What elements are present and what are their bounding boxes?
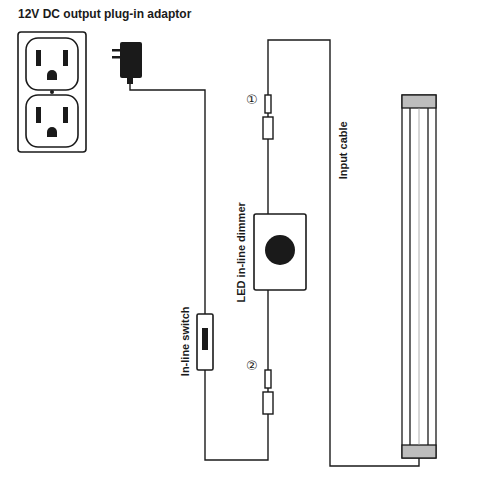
cable-wire (130, 40, 419, 466)
connector-two (263, 370, 273, 414)
wall-outlet (18, 32, 86, 152)
callout-number: ① (246, 93, 258, 108)
switch-label: In-line switch (179, 306, 192, 376)
plug-in-adaptor (112, 42, 142, 84)
callout-number: ② (246, 359, 258, 374)
led-light-bar (402, 95, 436, 458)
connector-one (263, 95, 273, 139)
dimmer-label: LED in-line dimmer (235, 202, 248, 302)
adaptor-label: 12V DC output plug-in adaptor (18, 8, 191, 22)
cable-label: Input cable (337, 121, 350, 179)
in-line-dimmer (254, 214, 306, 290)
in-line-switch (197, 314, 213, 370)
